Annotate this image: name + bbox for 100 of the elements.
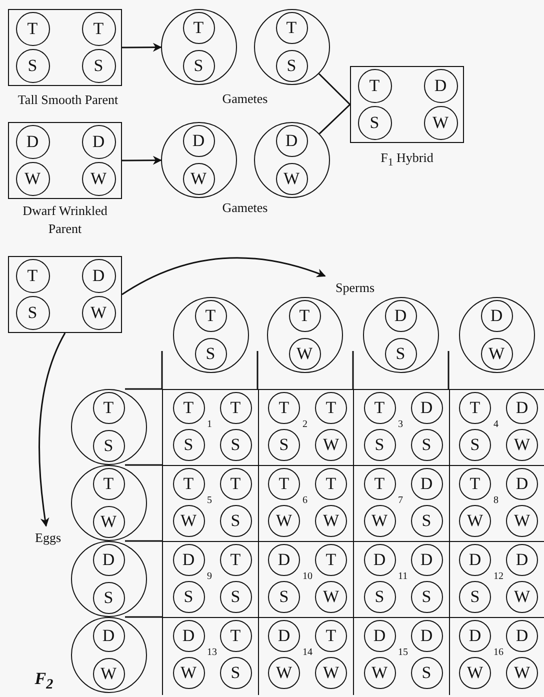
group-label: Eggs (28, 529, 68, 547)
allele-circle: D (506, 468, 538, 500)
cell-number: 4 (494, 420, 498, 430)
group-label: Sperms (326, 279, 384, 297)
punnett-cell (448, 617, 544, 695)
allele-circle: D (459, 544, 491, 576)
punnett-cell (448, 389, 544, 465)
allele-circle: S (92, 430, 124, 462)
allele-circle: D (92, 544, 124, 576)
cell-number: 2 (302, 420, 308, 430)
allele-circle: D (410, 544, 442, 576)
allele-circle: W (506, 656, 538, 688)
cell-number: 13 (207, 648, 217, 658)
allele-circle: T (268, 468, 300, 500)
genotype-box (350, 66, 464, 143)
gamete-circle (161, 9, 237, 85)
allele-circle: S (182, 50, 214, 82)
allele-circle: T (92, 392, 124, 424)
allele-circle: S (82, 48, 116, 82)
gamete-circle (254, 122, 330, 198)
allele-circle: D (172, 620, 204, 652)
allele-circle: D (410, 392, 442, 424)
allele-circle: S (268, 580, 300, 612)
allele-circle: W (315, 656, 347, 688)
allele-circle: T (315, 620, 347, 652)
cell-number: 14 (302, 648, 312, 658)
allele-circle: W (92, 658, 124, 690)
allele-circle: W (459, 504, 491, 536)
allele-circle: D (82, 124, 116, 158)
allele-circle: W (506, 428, 538, 460)
allele-circle: W (424, 106, 458, 140)
cell-number: 3 (398, 420, 403, 430)
allele-circle: S (194, 338, 226, 370)
arrow (122, 257, 326, 296)
cell-number: 16 (494, 648, 504, 658)
cell-number: 5 (207, 496, 212, 506)
allele-circle: W (506, 504, 538, 536)
allele-circle: S (16, 48, 50, 82)
allele-circle: S (364, 580, 396, 612)
allele-circle: S (220, 580, 252, 612)
allele-circle: T (459, 468, 491, 500)
gamete-circle (363, 297, 439, 373)
allele-circle: W (82, 162, 116, 196)
allele-circle: W (364, 656, 396, 688)
node-label: Tall Smooth Parent (16, 91, 120, 109)
allele-circle: W (268, 504, 300, 536)
cell-number: 1 (207, 420, 212, 430)
allele-circle: S (220, 656, 252, 688)
punnett-cell (162, 465, 258, 541)
genotype-box (8, 9, 122, 86)
allele-circle: T (358, 68, 392, 102)
allele-circle: D (182, 124, 214, 156)
punnett-cell (162, 617, 258, 695)
gamete-circle (71, 617, 147, 693)
gamete-circle (267, 297, 343, 373)
allele-circle: W (315, 580, 347, 612)
gamete-circle (161, 122, 237, 198)
allele-circle: T (276, 12, 308, 44)
allele-circle: S (358, 106, 392, 140)
allele-circle: W (172, 504, 204, 536)
allele-circle: D (268, 620, 300, 652)
allele-circle: T (459, 392, 491, 424)
allele-circle: D (268, 544, 300, 576)
allele-circle: T (220, 392, 252, 424)
allele-circle: D (172, 544, 204, 576)
allele-circle: S (172, 580, 204, 612)
allele-circle: T (172, 468, 204, 500)
node-label: Dwarf Wrinkled Parent (22, 202, 108, 238)
allele-circle: W (276, 162, 308, 194)
punnett-cell (353, 541, 448, 617)
allele-circle: T (288, 300, 320, 332)
punnett-cell (353, 617, 448, 695)
punnett-cell (448, 541, 544, 617)
cell-number: 10 (302, 572, 312, 582)
gamete-circle (71, 541, 147, 617)
allele-circle: S (92, 582, 124, 614)
allele-circle: S (459, 428, 491, 460)
allele-circle: D (424, 68, 458, 102)
allele-circle: D (506, 620, 538, 652)
allele-circle: W (172, 656, 204, 688)
allele-circle: T (364, 392, 396, 424)
allele-circle: W (182, 162, 214, 194)
cell-number: 6 (302, 496, 308, 506)
genotype-box (8, 122, 122, 199)
cell-number: 8 (494, 496, 498, 506)
allele-circle: T (220, 544, 252, 576)
allele-circle: W (459, 656, 491, 688)
punnett-cell (162, 389, 258, 465)
arrow (38, 332, 66, 527)
punnett-cell (353, 465, 448, 541)
allele-circle: S (268, 428, 300, 460)
cell-number: 9 (207, 572, 212, 582)
allele-circle: D (506, 392, 538, 424)
punnett-cell (258, 465, 353, 541)
allele-circle: T (16, 258, 50, 292)
cell-number: 7 (398, 496, 403, 506)
arrow (122, 156, 162, 165)
generation-label: F$_{2}$ (34, 670, 54, 694)
allele-circle: S (410, 580, 442, 612)
gamete-circle (254, 9, 330, 85)
